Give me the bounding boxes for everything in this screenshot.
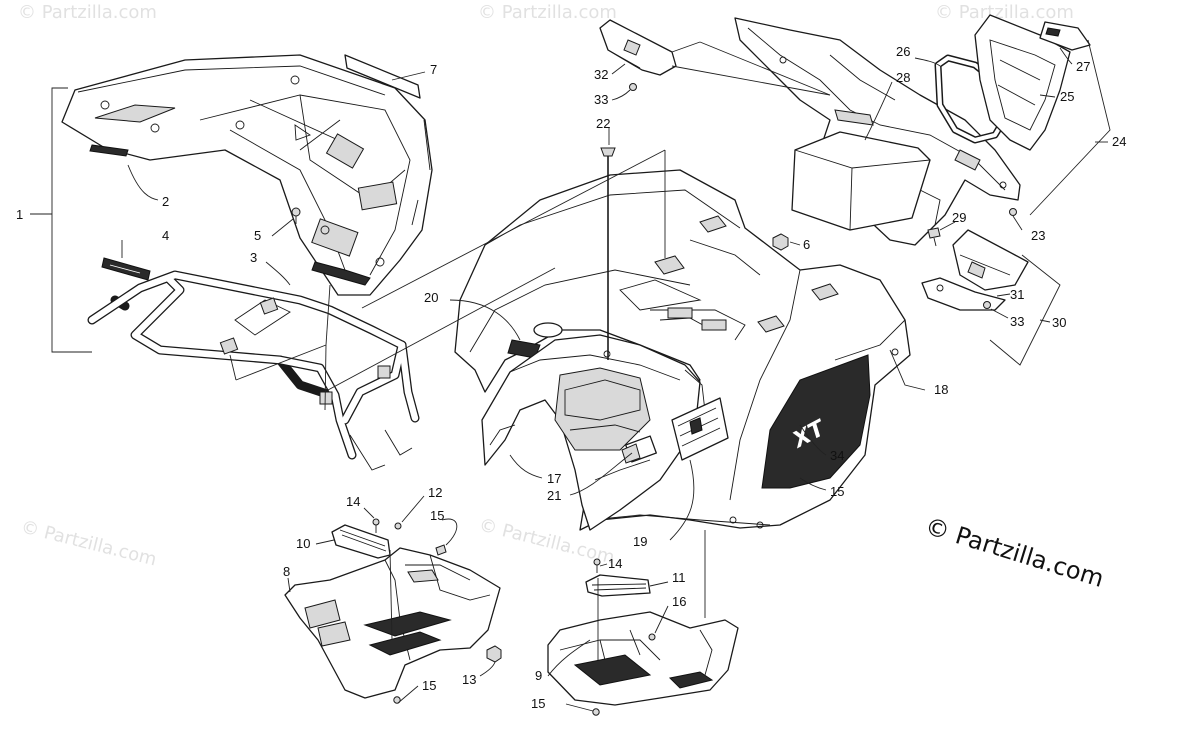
callout-34[interactable]: 34: [830, 448, 844, 463]
footrest-11[interactable]: [585, 574, 651, 597]
callout-33a[interactable]: 33: [594, 92, 608, 107]
warning-decal-19[interactable]: [671, 397, 729, 461]
nut-13[interactable]: [486, 645, 502, 663]
callout-22[interactable]: 22: [596, 116, 610, 131]
callout-32[interactable]: 32: [594, 67, 608, 82]
front-rack-24[interactable]: [734, 17, 1021, 246]
rack-frame-3[interactable]: [87, 270, 420, 471]
rear-rack[interactable]: [61, 54, 433, 296]
bracket-31[interactable]: [921, 277, 1006, 311]
callout-30[interactable]: 30: [1052, 315, 1066, 330]
callout-15c[interactable]: 15: [422, 678, 436, 693]
watermark-2: © Partzilla.com: [478, 2, 617, 23]
nut-6[interactable]: [772, 233, 789, 251]
callout-9[interactable]: 9: [535, 668, 542, 683]
grab-plate-27[interactable]: [1039, 21, 1091, 51]
callout-labels: 1 2 3 4 5 6 7 8 9 10 11 12 13 14 15 16 1…: [16, 44, 1126, 711]
clip-15-right-bottom[interactable]: [592, 708, 600, 716]
callout-10[interactable]: 10: [296, 536, 310, 551]
callout-33b[interactable]: 33: [1010, 314, 1024, 329]
callout-23[interactable]: 23: [1031, 228, 1045, 243]
screw-33-right[interactable]: [983, 301, 991, 309]
callout-11[interactable]: 11: [672, 570, 686, 585]
fastener-23[interactable]: [1009, 208, 1017, 216]
callout-15d[interactable]: 15: [531, 696, 545, 711]
side-decal-34[interactable]: [761, 354, 871, 489]
callout-13[interactable]: 13: [462, 672, 476, 687]
cover-32[interactable]: [599, 19, 677, 76]
screw-5[interactable]: [291, 207, 301, 224]
footwell-right-9[interactable]: [547, 611, 739, 706]
callout-2[interactable]: 2: [162, 194, 169, 209]
front-basket-25[interactable]: [974, 14, 1071, 151]
screw-29[interactable]: [927, 227, 941, 247]
callout-18[interactable]: 18: [934, 382, 948, 397]
screw-14-left[interactable]: [372, 518, 380, 533]
clip-12[interactable]: [394, 522, 402, 530]
watermark-3: © Partzilla.com: [935, 2, 1074, 23]
callout-5[interactable]: 5: [254, 228, 261, 243]
clip-15-left-bottom[interactable]: [393, 696, 401, 704]
bolt-22[interactable]: [600, 147, 616, 360]
callout-24[interactable]: 24: [1112, 134, 1126, 149]
callout-17[interactable]: 17: [547, 471, 561, 486]
decal-4[interactable]: [101, 257, 151, 281]
callout-26[interactable]: 26: [896, 44, 910, 59]
callout-16[interactable]: 16: [672, 594, 686, 609]
callout-15a[interactable]: 15: [430, 508, 444, 523]
callout-20[interactable]: 20: [424, 290, 438, 305]
callout-15b[interactable]: 15: [830, 484, 844, 499]
callout-29[interactable]: 29: [952, 210, 966, 225]
leader-lines: [30, 39, 1111, 712]
callout-4[interactable]: 4: [162, 228, 169, 243]
footrest-10[interactable]: [331, 524, 391, 559]
callout-1[interactable]: 1: [16, 207, 23, 222]
callout-28[interactable]: 28: [896, 70, 910, 85]
callout-3[interactable]: 3: [250, 250, 257, 265]
decal-strip-7[interactable]: [344, 54, 421, 99]
callout-8[interactable]: 8: [283, 564, 290, 579]
clip-16[interactable]: [648, 633, 656, 641]
side-cover-30[interactable]: [952, 229, 1029, 291]
storage-liner-17[interactable]: [481, 334, 707, 531]
clip-15-left-top[interactable]: [435, 544, 447, 556]
callout-14b[interactable]: 14: [608, 556, 622, 571]
callout-19[interactable]: 19: [633, 534, 647, 549]
callout-31[interactable]: 31: [1010, 287, 1024, 302]
screw-14-right[interactable]: [593, 558, 601, 573]
watermark-4: © Partzilla.com: [19, 516, 159, 570]
storage-box-28[interactable]: [791, 131, 931, 231]
callout-6[interactable]: 6: [803, 237, 810, 252]
footwell-left-8[interactable]: [284, 547, 501, 699]
watermark-1: © Partzilla.com: [18, 2, 157, 23]
callout-27[interactable]: 27: [1076, 59, 1090, 74]
callout-7[interactable]: 7: [430, 62, 437, 77]
screw-33-top[interactable]: [629, 83, 637, 91]
callout-25[interactable]: 25: [1060, 89, 1074, 104]
callout-21[interactable]: 21: [547, 488, 561, 503]
callout-12[interactable]: 12: [428, 485, 442, 500]
callout-14[interactable]: 14: [346, 494, 360, 509]
